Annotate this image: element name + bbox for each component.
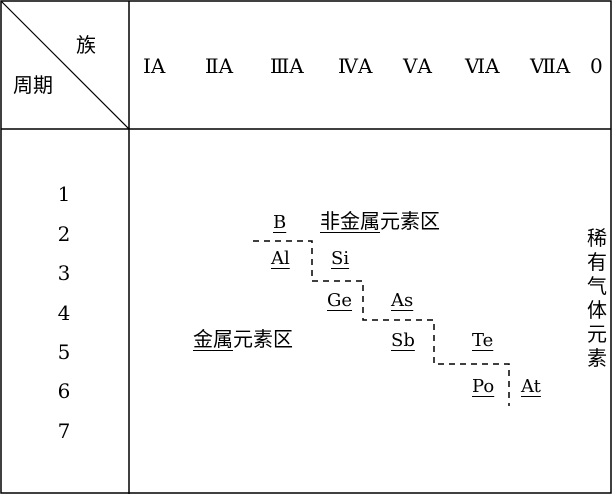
group-header-0: 0 xyxy=(590,54,603,78)
period-number-7: 7 xyxy=(57,419,71,443)
group-header-5a: ⅤA xyxy=(403,54,432,78)
period-number-4: 4 xyxy=(57,301,71,325)
group-header-6a: ⅥA xyxy=(465,54,500,78)
element-sb: Sb xyxy=(391,330,415,351)
element-al: Al xyxy=(271,248,290,269)
group-header-1a: ⅠA xyxy=(143,54,166,78)
nonmetal-region-label: 非金属元素区 xyxy=(320,211,440,231)
element-te: Te xyxy=(472,330,494,351)
element-po: Po xyxy=(472,376,495,397)
period-number-2: 2 xyxy=(57,222,71,246)
metal-region-label-underlined: 金属 xyxy=(193,327,233,351)
element-si: Si xyxy=(331,248,350,269)
period-number-1: 1 xyxy=(57,182,71,206)
group-corner-label: 族 xyxy=(76,33,96,57)
group-header-3a: ⅢA xyxy=(270,54,304,78)
element-b: B xyxy=(273,212,287,233)
nonmetal-region-label-underlined: 非金属 xyxy=(320,209,380,233)
element-as: As xyxy=(391,290,414,311)
group-header-7a: ⅦA xyxy=(530,54,571,78)
metal-region-label-rest: 元素区 xyxy=(233,327,293,351)
metal-nonmetal-boundary xyxy=(253,240,510,406)
period-number-5: 5 xyxy=(57,340,71,364)
metal-region-label: 金属元素区 xyxy=(193,329,293,349)
element-at: At xyxy=(521,376,541,397)
period-number-3: 3 xyxy=(57,261,71,285)
group-header-2a: ⅡA xyxy=(205,54,234,78)
period-corner-label: 周期 xyxy=(13,73,53,97)
header-diagonal xyxy=(0,0,130,130)
group-header-4a: ⅣA xyxy=(338,54,373,78)
element-ge: Ge xyxy=(327,290,353,311)
period-number-6: 6 xyxy=(57,379,71,403)
nonmetal-region-label-rest: 元素区 xyxy=(380,209,440,233)
noble-gas-region-label: 稀有气体元素 xyxy=(587,226,607,370)
